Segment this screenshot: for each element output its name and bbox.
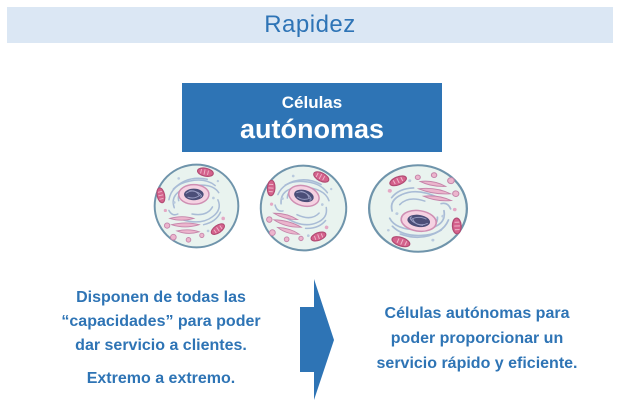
left-text-block: Disponen de todas las “capacidades” para…	[8, 286, 314, 391]
label-line-2: autónomas	[239, 113, 385, 144]
left-text-footer: Extremo a extremo.	[86, 370, 236, 387]
right-text-block: Células autónomas para poder proporciona…	[336, 301, 618, 376]
cell-illustration-2	[258, 162, 349, 254]
left-text-line: dar servicio a clientes.	[75, 337, 247, 354]
left-text-line: “capacidades” para poder	[61, 313, 261, 330]
right-text-line: poder proporcionar un	[390, 330, 564, 347]
right-text-line: Células autónomas para	[384, 305, 570, 322]
animal-cell-icon	[366, 162, 470, 255]
animal-cell-icon	[258, 162, 349, 254]
cell-illustration-1	[152, 161, 241, 251]
cells-label-box: Células autónomas	[182, 83, 442, 152]
label-line-1: Células	[281, 92, 343, 112]
right-text-line: servicio rápido y eficiente.	[376, 355, 578, 372]
right-arrow-icon	[299, 277, 335, 402]
left-text-line: Disponen de todas las	[76, 289, 246, 306]
header-bar: Rapidez	[7, 7, 613, 43]
animal-cell-icon	[153, 163, 240, 249]
cell-illustration-3	[366, 162, 470, 255]
page-title: Rapidez	[264, 11, 356, 38]
